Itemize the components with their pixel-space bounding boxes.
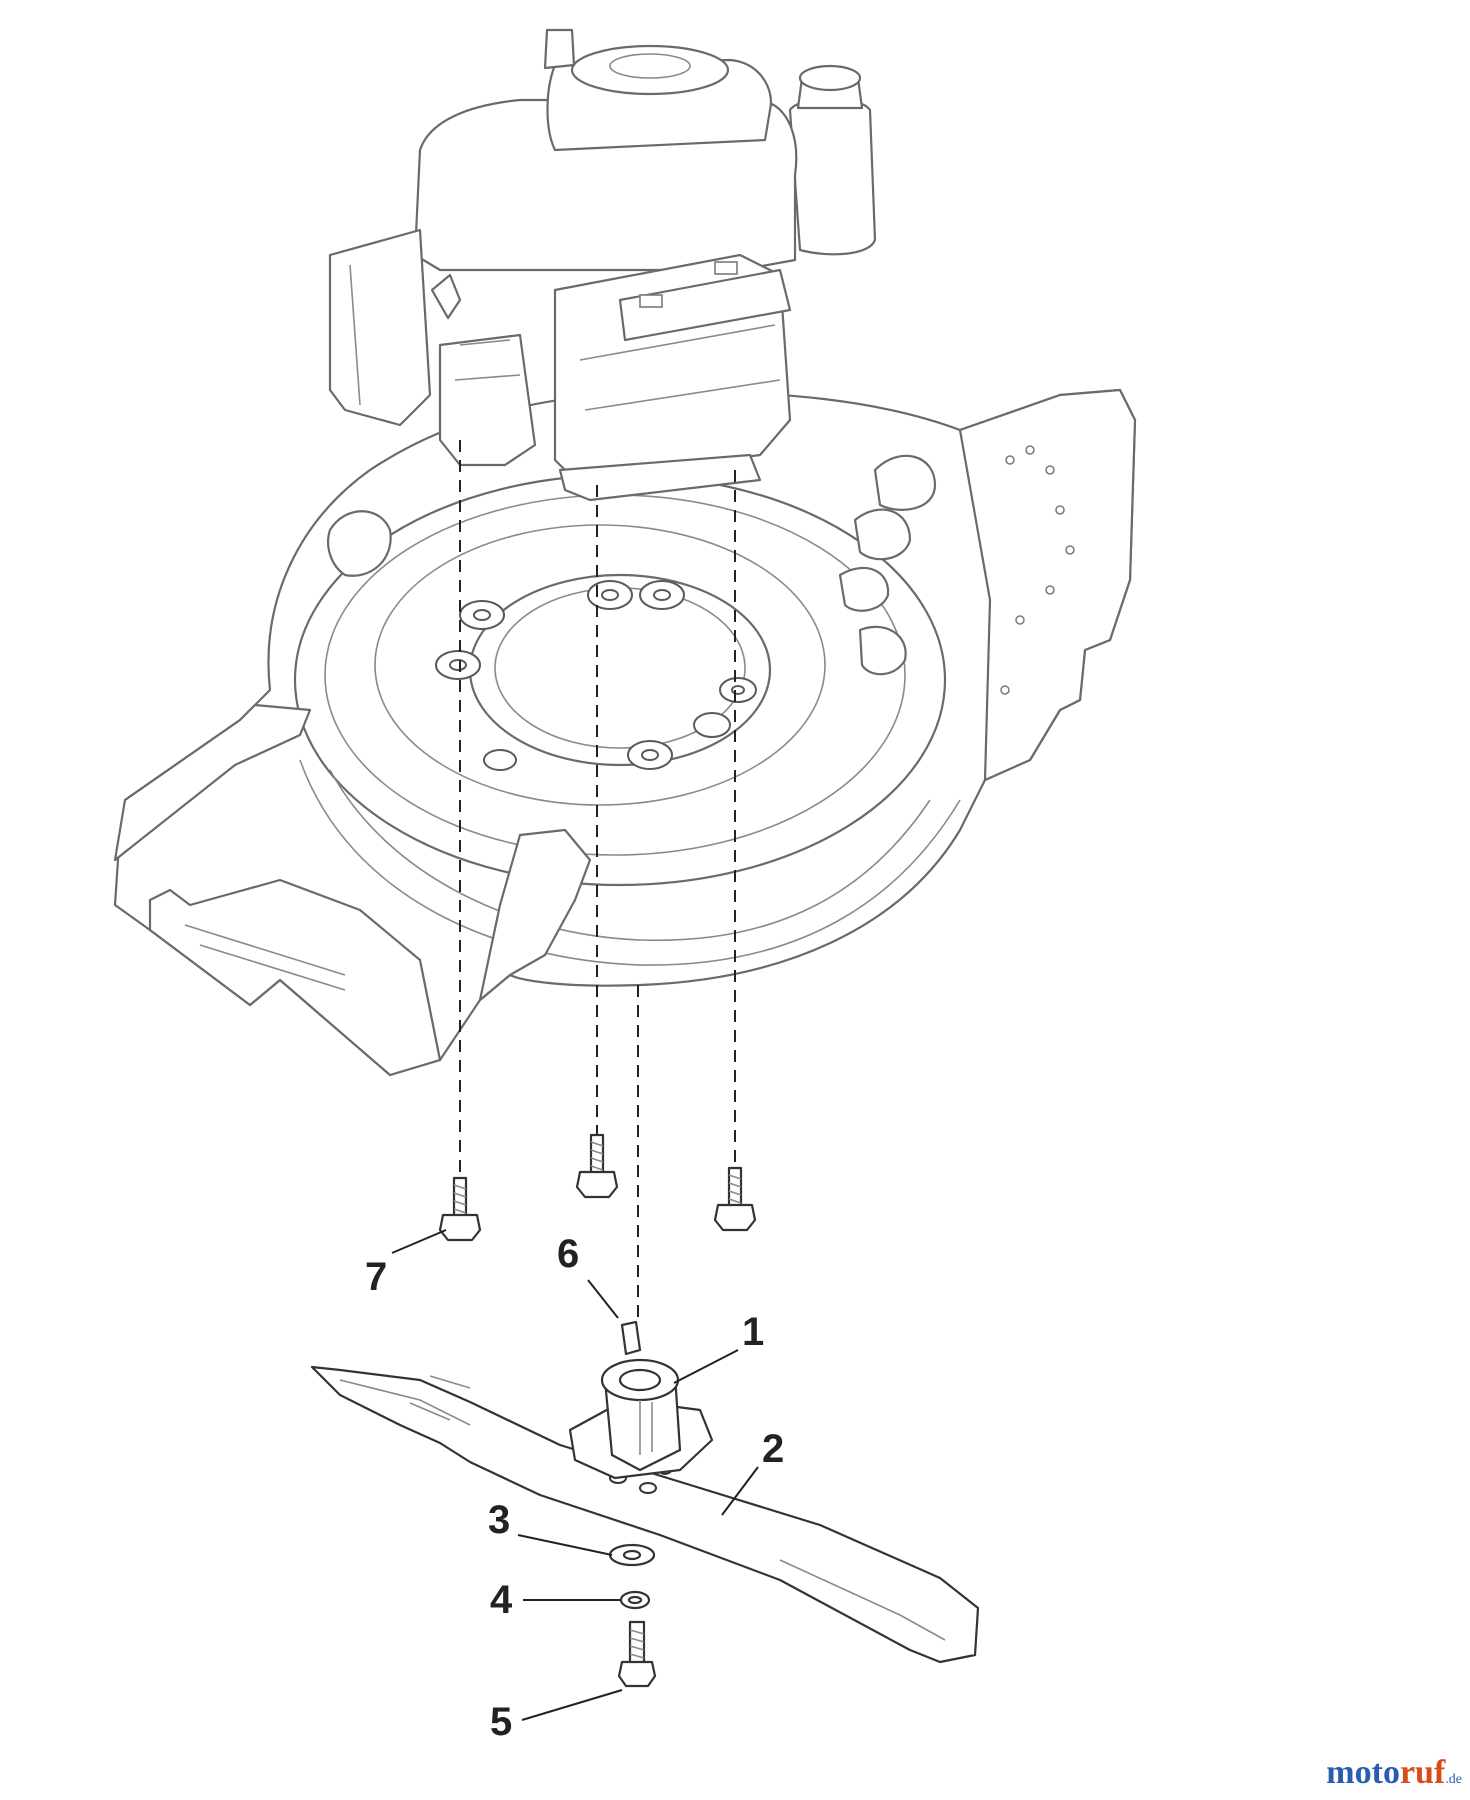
watermark-logo: motoruf.de (1326, 1754, 1462, 1792)
mower-deck (113, 388, 1137, 1077)
watermark-part1: moto (1326, 1754, 1400, 1791)
watermark-part2: ruf (1399, 1754, 1446, 1791)
blade (310, 1365, 980, 1664)
blade-adapter (568, 1358, 714, 1480)
callout-4: 4 (490, 1578, 513, 1622)
engine (328, 28, 877, 502)
callout-6: 6 (557, 1232, 579, 1276)
key-part (620, 1320, 642, 1356)
callout-2: 2 (762, 1427, 784, 1471)
watermark-suffix: .de (1445, 1772, 1462, 1787)
washer (608, 1543, 656, 1567)
engine-bolt-middle (575, 1133, 619, 1199)
callout-7: 7 (365, 1255, 387, 1299)
assembly-lines (459, 440, 736, 1320)
engine-bolt-right (713, 1166, 757, 1232)
blade-bolt (617, 1620, 657, 1688)
callout-3: 3 (488, 1498, 510, 1542)
callout-5: 5 (490, 1700, 512, 1744)
leader-lines (391, 1229, 759, 1721)
lock-washer (619, 1590, 651, 1610)
engine-bolt-left (438, 1176, 482, 1242)
callout-1: 1 (742, 1310, 764, 1354)
